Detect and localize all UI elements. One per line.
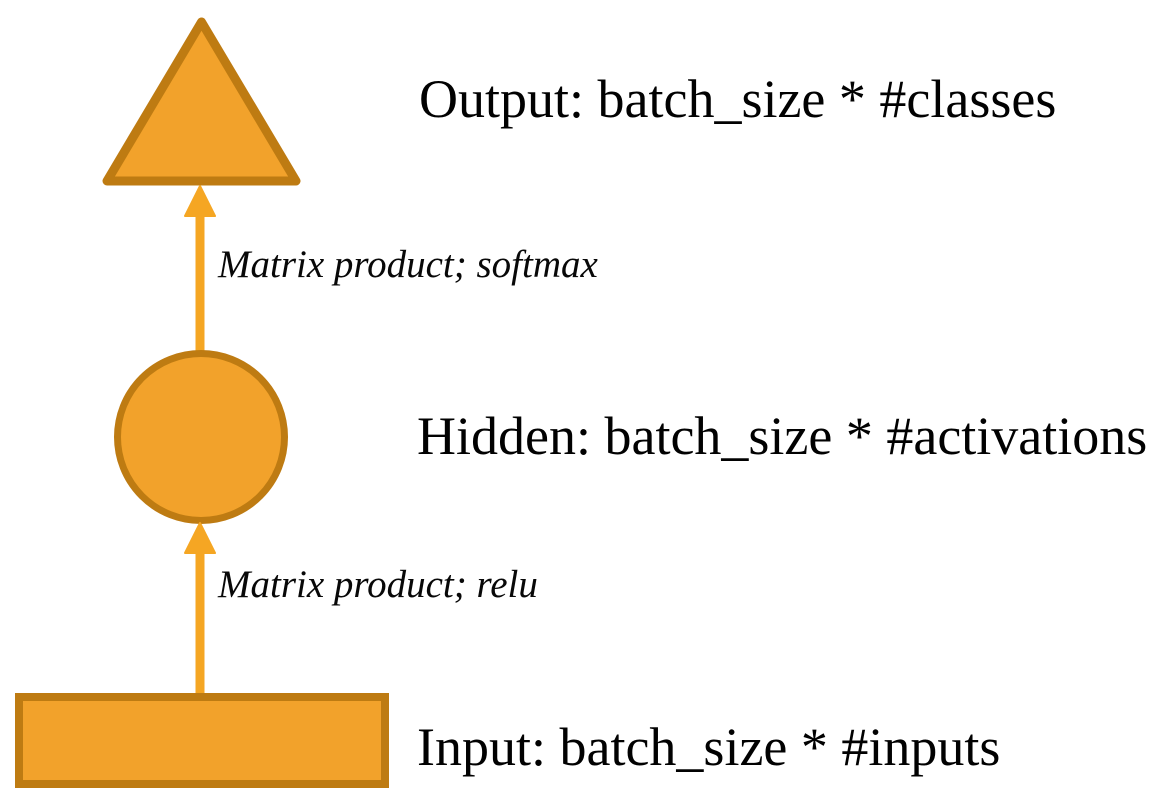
node-input-rectangle[interactable] bbox=[15, 693, 389, 788]
node-output-label: Output: batch_size * #classes bbox=[419, 69, 1057, 129]
node-hidden-circle[interactable] bbox=[114, 350, 288, 524]
edge-input-to-hidden-label: Matrix product; relu bbox=[218, 563, 538, 606]
arrow-up-icon bbox=[184, 522, 216, 696]
node-input-label: Input: batch_size * #inputs bbox=[417, 717, 1001, 777]
triangle-icon bbox=[102, 17, 301, 186]
edge-hidden-to-output-arrow bbox=[182, 184, 218, 355]
edge-hidden-to-output-label: Matrix product; softmax bbox=[218, 243, 598, 286]
edge-input-to-hidden-arrow bbox=[182, 520, 218, 696]
node-hidden-label: Hidden: batch_size * #activations bbox=[417, 406, 1148, 466]
node-output-triangle[interactable] bbox=[100, 14, 303, 188]
arrow-up-icon bbox=[184, 185, 216, 355]
